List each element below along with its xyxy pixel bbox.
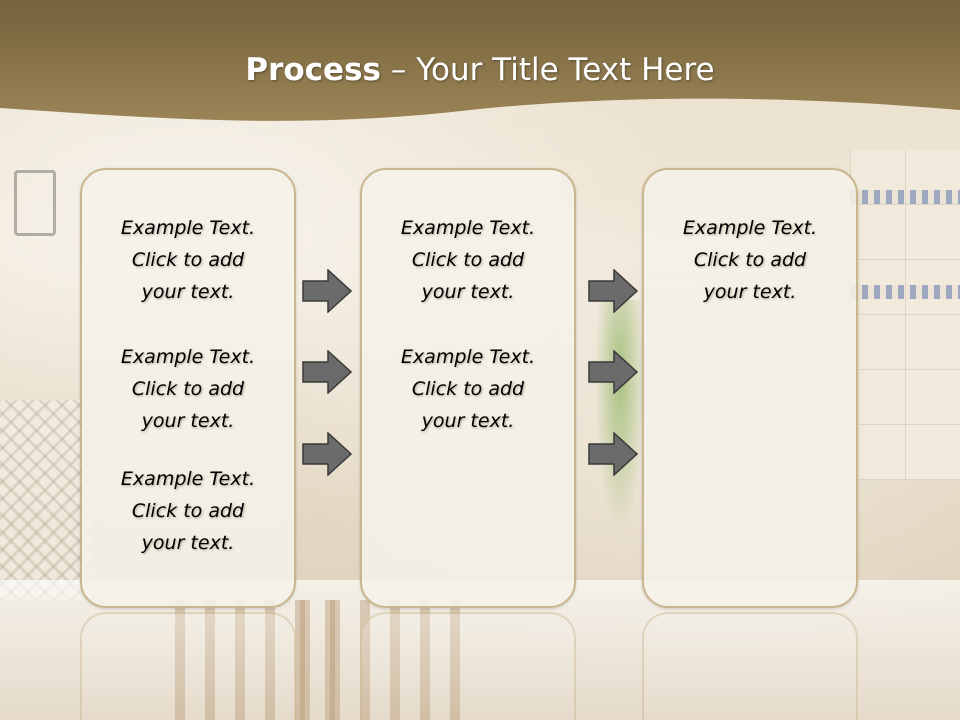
background-plant — [590, 300, 650, 560]
right-arrow-icon[interactable] — [302, 350, 352, 394]
process-panel-3[interactable]: Example Text. Click to add your text. — [642, 168, 858, 608]
right-arrow-icon[interactable] — [588, 432, 638, 476]
text-line: Click to add — [411, 249, 525, 271]
background-chair — [175, 600, 345, 720]
title-band-shape — [0, 0, 960, 121]
text-line: your text. — [141, 532, 235, 554]
panel-3-text-block-1[interactable]: Example Text. Click to add your text. — [644, 212, 856, 308]
text-line: Click to add — [131, 249, 245, 271]
text-line: your text. — [703, 281, 797, 303]
background-tile-band — [850, 285, 960, 299]
panel-2-text-block-1[interactable]: Example Text. Click to add your text. — [362, 212, 574, 308]
process-panel-1[interactable]: Example Text. Click to add your text. Ex… — [80, 168, 296, 608]
right-arrow-icon[interactable] — [588, 269, 638, 313]
title-bold-part: Process — [245, 52, 381, 88]
background-wall-tiles — [850, 150, 960, 480]
text-line: Example Text. — [400, 217, 536, 239]
text-line: Click to add — [693, 249, 807, 271]
text-line: your text. — [141, 281, 235, 303]
text-line: Example Text. — [120, 217, 256, 239]
panel-2-reflection — [360, 612, 576, 720]
panel-1-text-block-2[interactable]: Example Text. Click to add your text. — [82, 341, 294, 437]
right-arrow-icon[interactable] — [302, 269, 352, 313]
process-panel-2[interactable]: Example Text. Click to add your text. Ex… — [360, 168, 576, 608]
background-tile-band — [850, 190, 960, 204]
text-line: Example Text. — [120, 468, 256, 490]
panel-1-reflection — [80, 612, 296, 720]
background-lamp — [14, 170, 56, 236]
background-cabinet — [0, 400, 90, 600]
text-line: Example Text. — [400, 346, 536, 368]
right-arrow-icon[interactable] — [302, 432, 352, 476]
text-line: Example Text. — [682, 217, 818, 239]
text-line: Click to add — [131, 378, 245, 400]
title-rest-part: – Your Title Text Here — [381, 52, 715, 88]
text-line: your text. — [421, 281, 515, 303]
panel-3-reflection — [642, 612, 858, 720]
text-line: Example Text. — [120, 346, 256, 368]
panel-1-text-block-1[interactable]: Example Text. Click to add your text. — [82, 212, 294, 308]
panel-1-text-block-3[interactable]: Example Text. Click to add your text. — [82, 463, 294, 559]
panel-2-text-block-2[interactable]: Example Text. Click to add your text. — [362, 341, 574, 437]
slide-title[interactable]: Process – Your Title Text Here — [0, 52, 960, 88]
text-line: Click to add — [131, 500, 245, 522]
text-line: your text. — [421, 410, 515, 432]
title-band: Process – Your Title Text Here — [0, 0, 960, 140]
text-line: Click to add — [411, 378, 525, 400]
right-arrow-icon[interactable] — [588, 350, 638, 394]
text-line: your text. — [141, 410, 235, 432]
